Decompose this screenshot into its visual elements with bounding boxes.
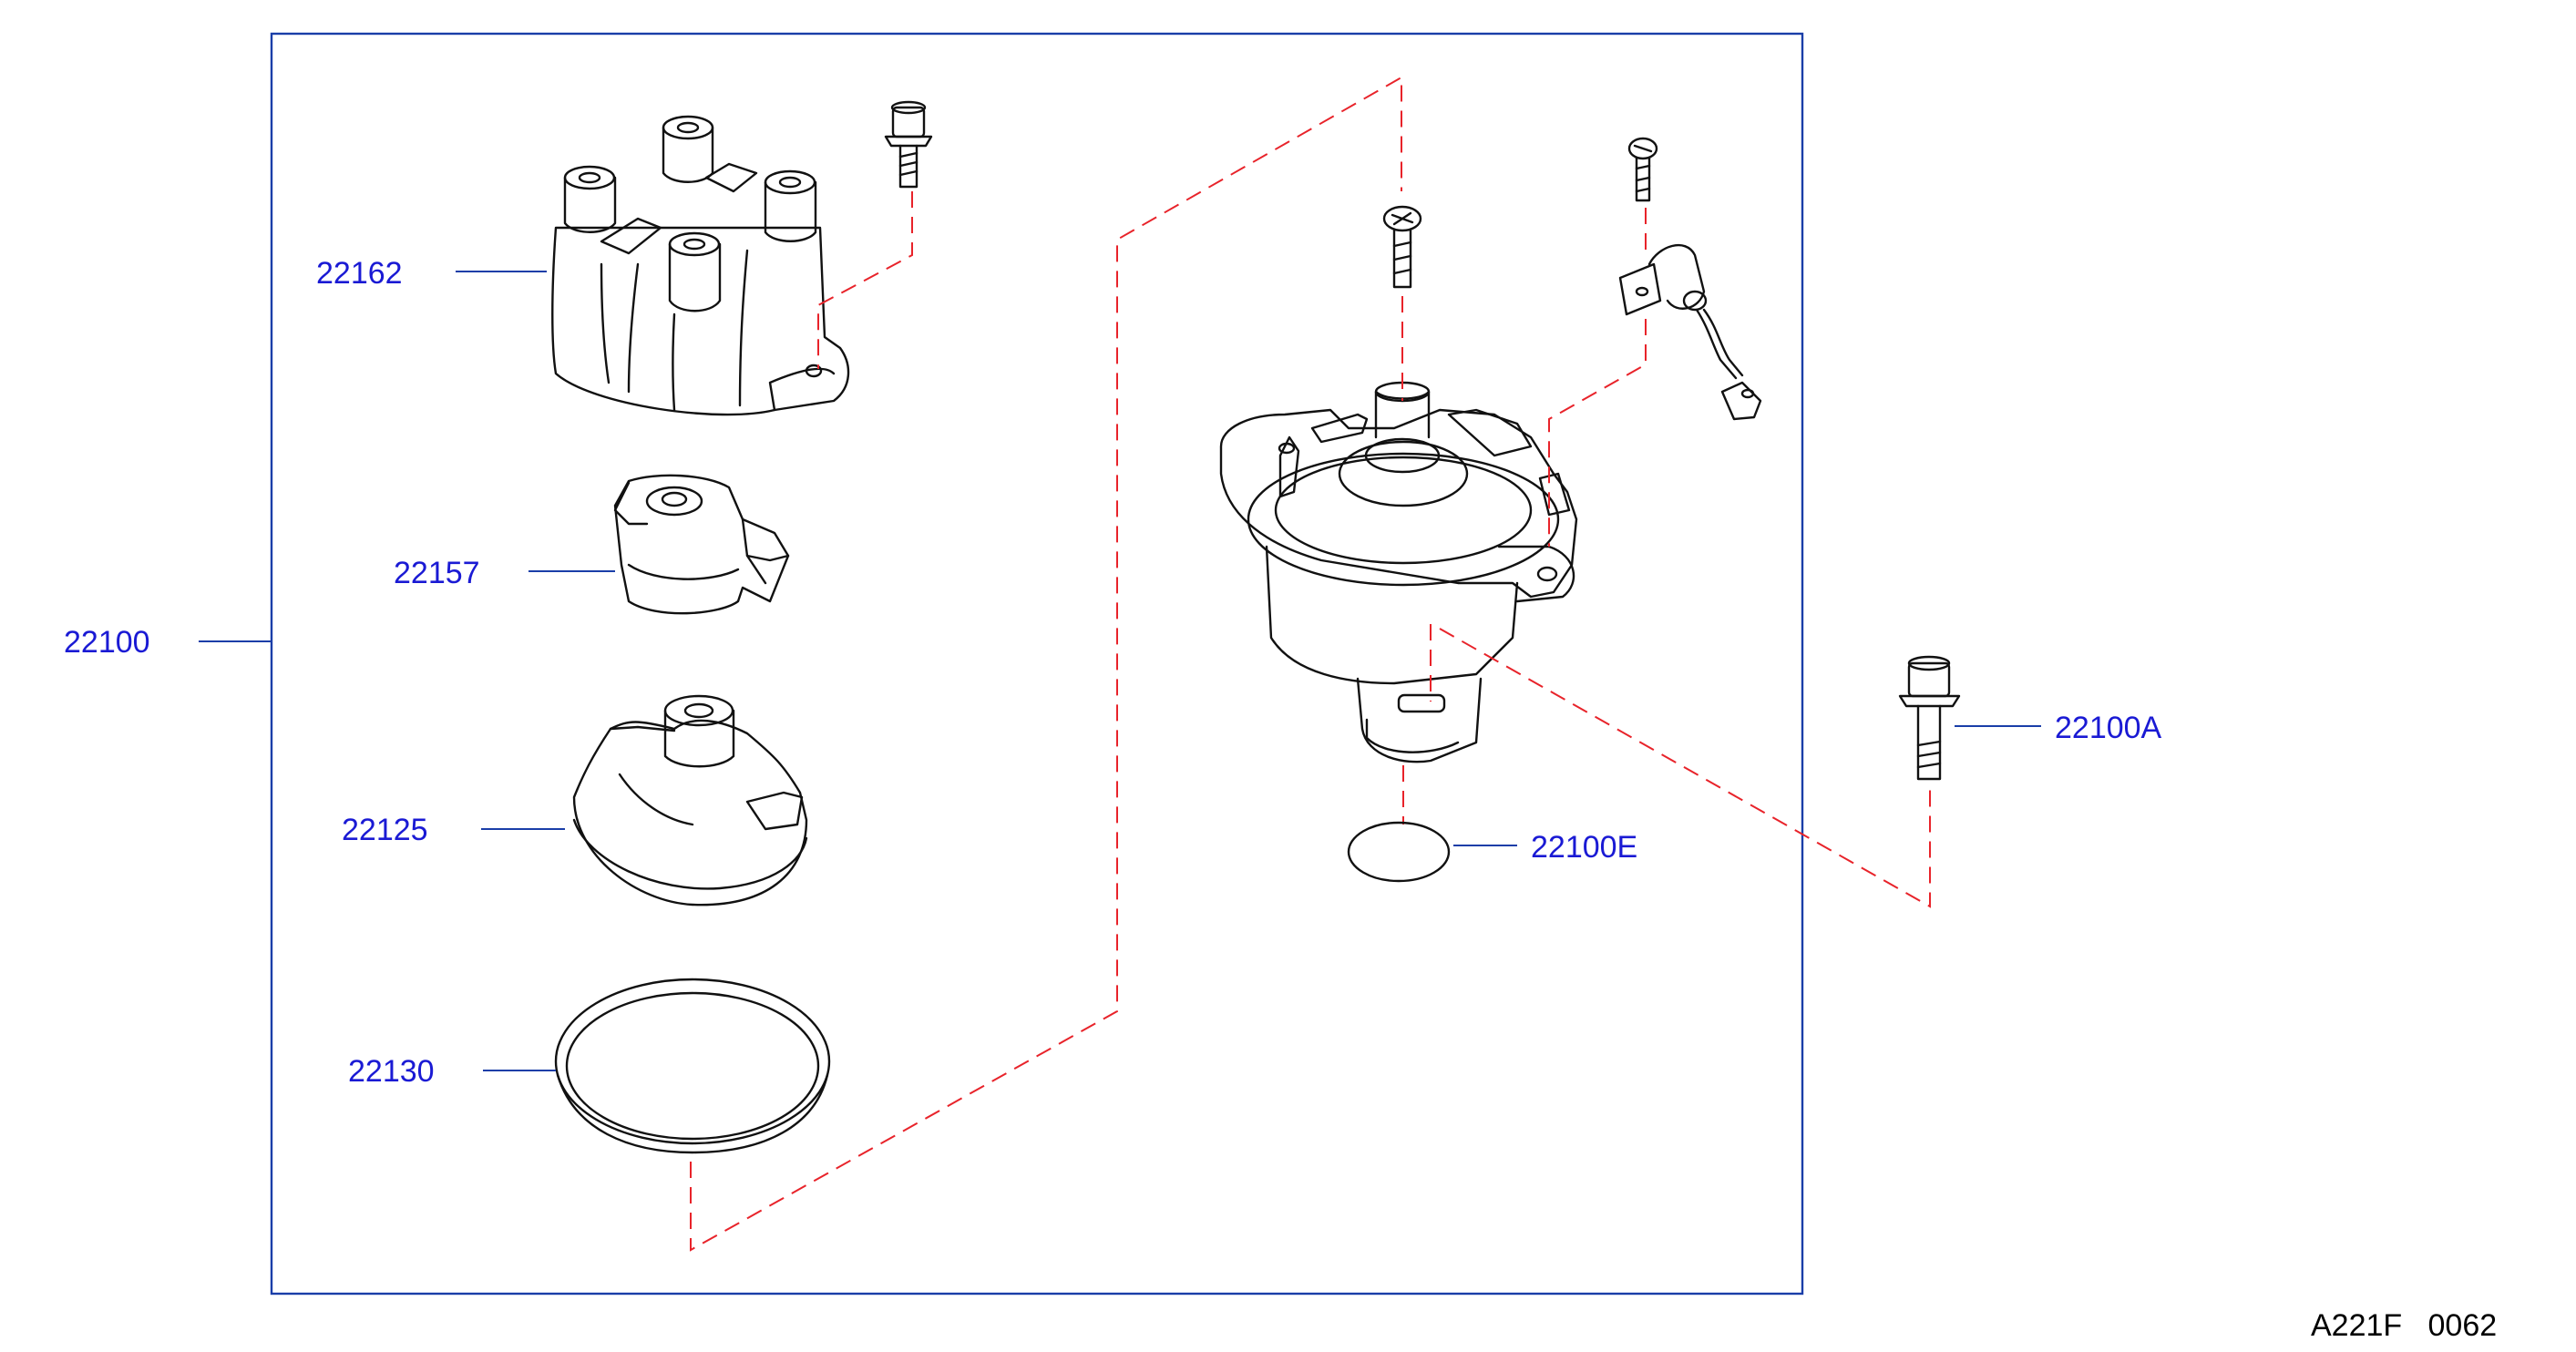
assembly-frame [270, 32, 1804, 1296]
callout-o-ring[interactable]: 22130 [348, 1054, 556, 1089]
callout-label-o-ring: 22130 [348, 1054, 435, 1089]
part-cap-screw[interactable] [884, 100, 933, 189]
reference-code: A221F 0062 [2311, 1308, 2497, 1343]
part-rotor[interactable] [613, 474, 790, 615]
callout-seal-cover[interactable]: 22125 [342, 813, 565, 847]
part-distributor-cap[interactable] [551, 115, 850, 416]
callout-label-cap: 22162 [316, 256, 403, 291]
part-sensor-wire[interactable] [1618, 244, 1762, 421]
part-sensor-screw[interactable] [1627, 137, 1658, 202]
dash-main-assembly [690, 76, 1402, 1252]
callout-label-rotor: 22157 [394, 556, 480, 590]
callout-cap[interactable]: 22162 [316, 256, 547, 291]
callout-label-small-ring: 22100E [1531, 830, 1637, 865]
dash-cap-screw [817, 191, 913, 369]
callout-label-bolt: 22100A [2055, 711, 2162, 745]
callout-assembly[interactable]: 22100 [64, 625, 272, 660]
part-small-ring[interactable] [1347, 821, 1451, 883]
part-bolt[interactable] [1898, 655, 1961, 781]
part-body-screw[interactable] [1382, 205, 1422, 289]
callout-small-ring[interactable]: 22100E [1453, 830, 1637, 865]
part-seal-cover[interactable] [572, 694, 808, 906]
callout-bolt[interactable]: 22100A [1955, 711, 2162, 745]
part-distributor-body[interactable] [1219, 381, 1578, 763]
callout-rotor[interactable]: 22157 [394, 556, 615, 590]
dash-body-to-bolt [1439, 628, 1931, 908]
callout-label-assembly: 22100 [64, 625, 150, 660]
part-o-ring[interactable] [554, 978, 831, 1154]
dash-sensor [1548, 208, 1647, 547]
callout-label-seal-cover: 22125 [342, 813, 428, 847]
